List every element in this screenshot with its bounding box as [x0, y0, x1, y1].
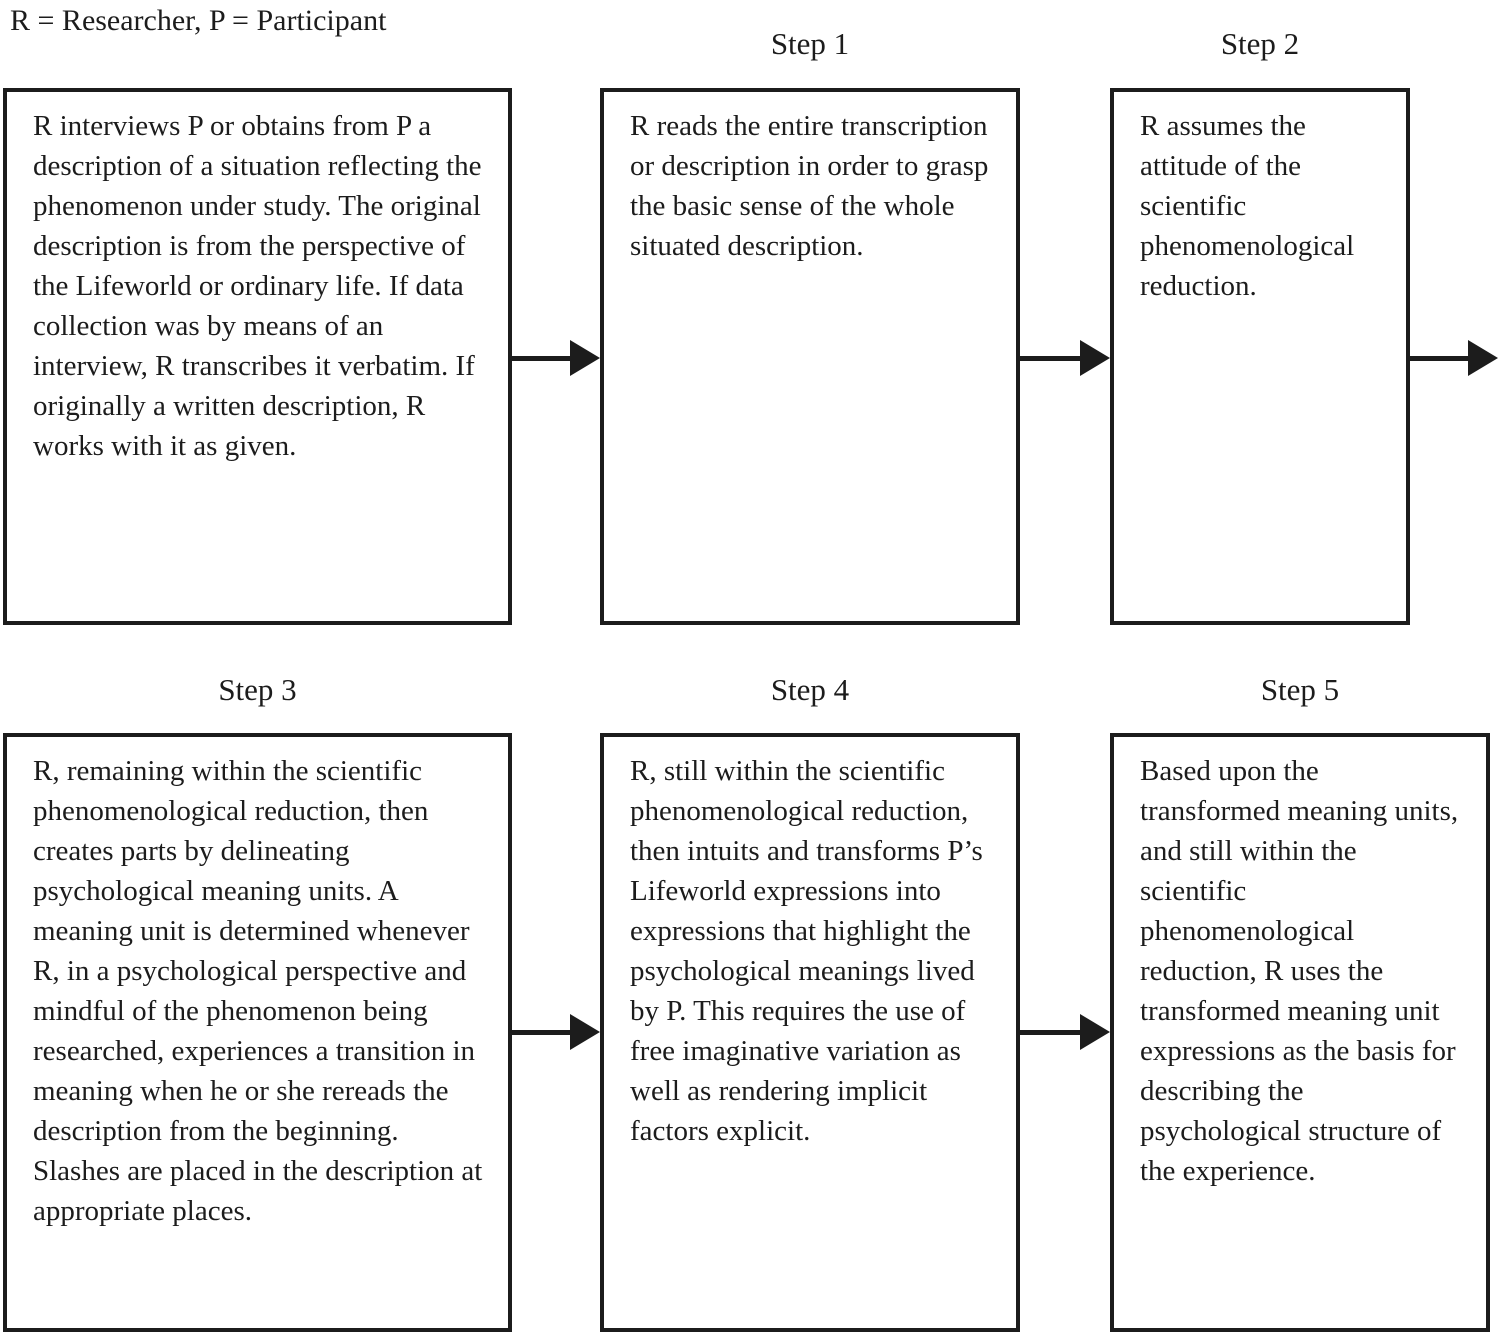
- step-5-label: Step 5: [1260, 672, 1340, 707]
- arrow-shaft: [512, 355, 570, 361]
- flow-box-text: R reads the entire transcription or desc…: [630, 110, 989, 262]
- step-2-label: Step 2: [1220, 26, 1300, 61]
- flow-box-data-collection: R interviews P or obtains from P a descr…: [3, 88, 512, 625]
- arrow-right-icon: [1410, 340, 1498, 376]
- arrow-head: [1080, 340, 1110, 376]
- legend-text: R = Researcher, P = Participant: [10, 4, 387, 37]
- arrow-right-icon: [512, 1014, 600, 1050]
- arrow-shaft: [512, 1029, 570, 1035]
- flow-box-step-1: R reads the entire transcription or desc…: [600, 88, 1020, 625]
- arrow-right-icon: [1020, 1014, 1110, 1050]
- flow-box-text: R interviews P or obtains from P a descr…: [33, 110, 482, 462]
- flow-box-step-2: R assumes the attitude of the scientific…: [1110, 88, 1410, 625]
- flow-box-step-5: Based upon the transformed meaning units…: [1110, 733, 1490, 1332]
- arrow-shaft: [1020, 355, 1080, 361]
- step-1-label: Step 1: [770, 26, 850, 61]
- arrow-head: [570, 340, 600, 376]
- arrow-shaft: [1410, 355, 1468, 361]
- arrow-head: [1468, 340, 1498, 376]
- flow-box-text: R, still within the scientific phenomeno…: [630, 755, 983, 1147]
- step-4-label: Step 4: [770, 672, 850, 707]
- step-3-label: Step 3: [218, 672, 297, 707]
- arrow-head: [1080, 1014, 1110, 1050]
- arrow-head: [570, 1014, 600, 1050]
- arrow-shaft: [1020, 1029, 1080, 1035]
- flow-box-text: R, remaining within the scientific pheno…: [33, 755, 483, 1227]
- flow-box-step-3: R, remaining within the scientific pheno…: [3, 733, 512, 1332]
- flow-box-text: R assumes the attitude of the scientific…: [1140, 110, 1355, 302]
- arrow-right-icon: [512, 340, 600, 376]
- flow-box-step-4: R, still within the scientific phenomeno…: [600, 733, 1020, 1332]
- arrow-right-icon: [1020, 340, 1110, 376]
- flow-box-text: Based upon the transformed meaning units…: [1140, 755, 1459, 1187]
